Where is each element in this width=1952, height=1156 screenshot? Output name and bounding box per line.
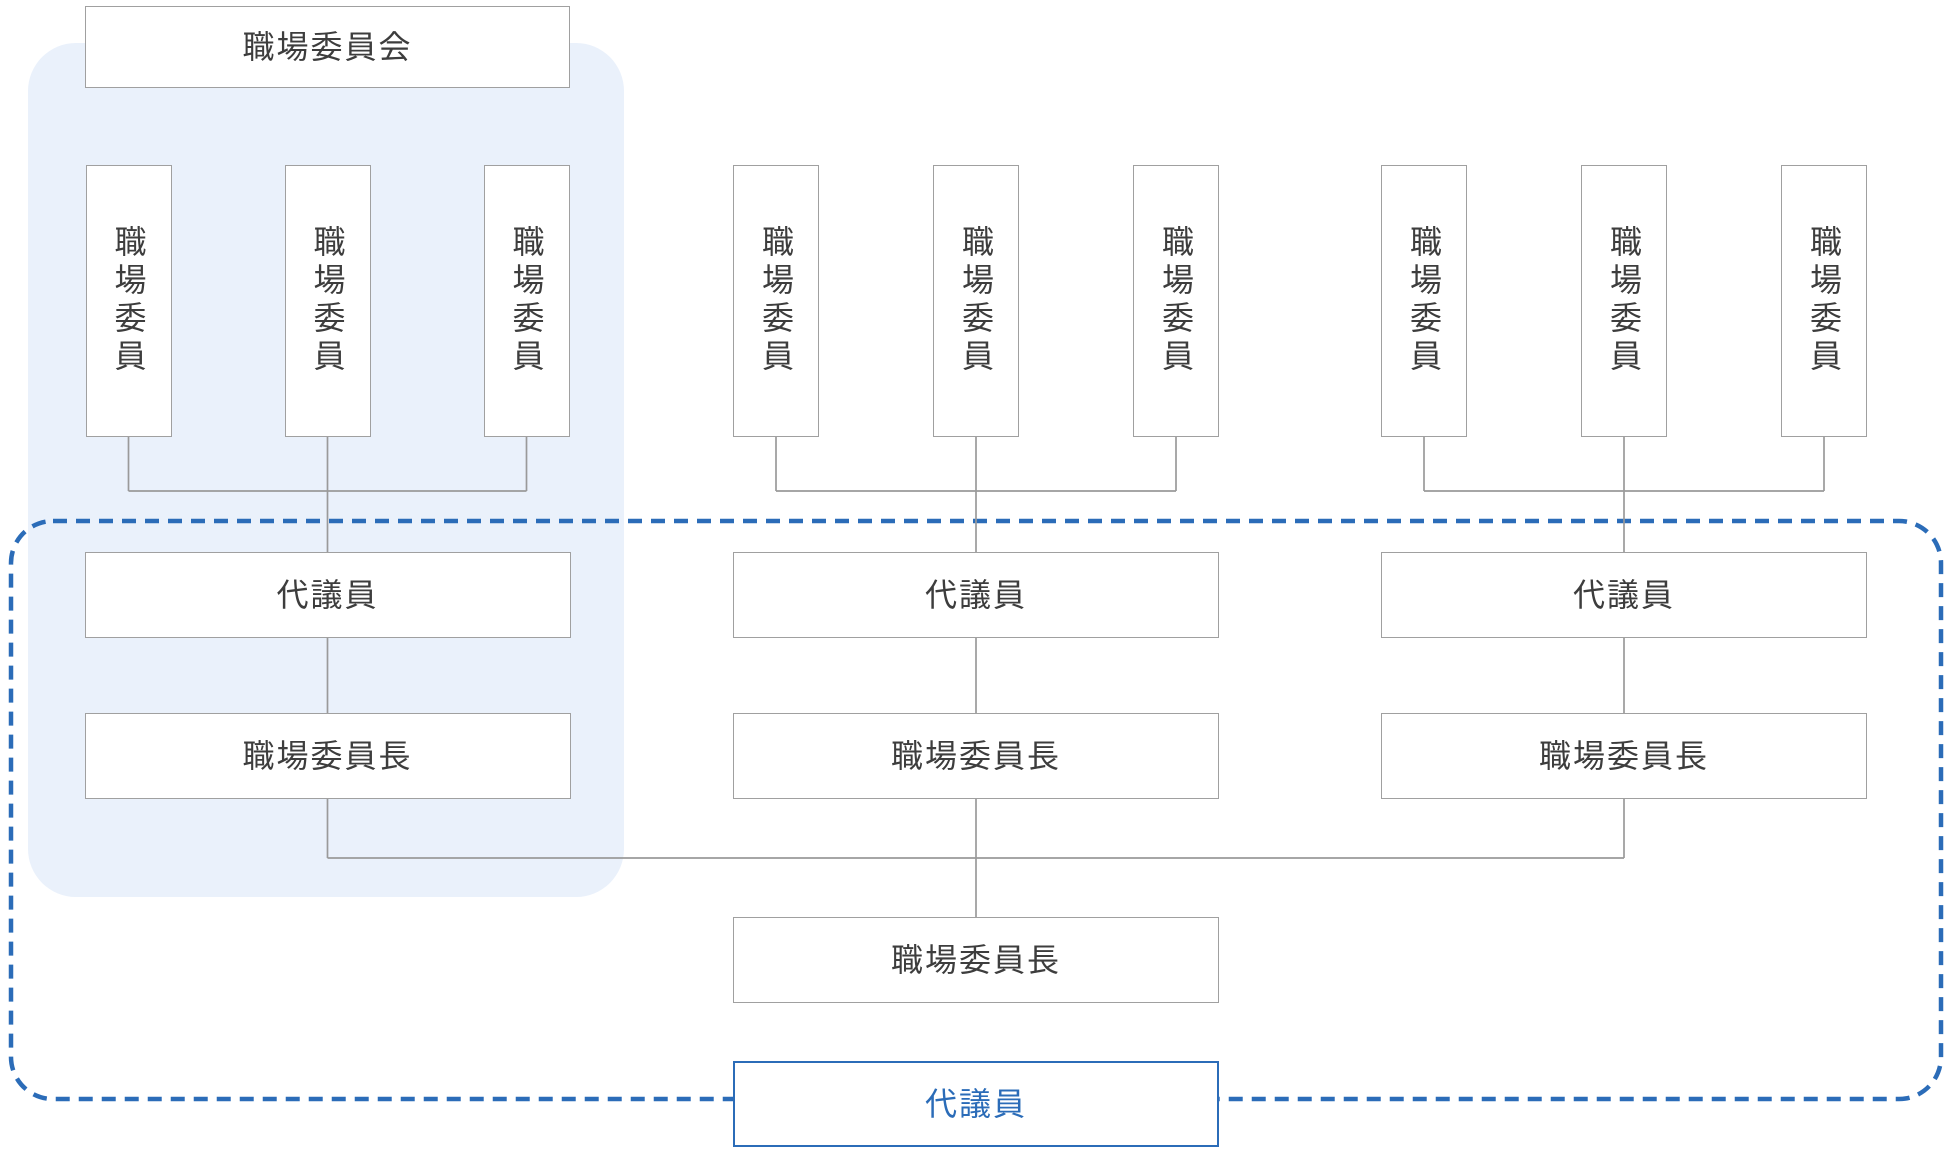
node-group3-member2: 職場委員 xyxy=(1581,165,1667,437)
node-central-chair: 職場委員長 xyxy=(733,917,1219,1003)
node-label: 職場委員 xyxy=(508,225,545,377)
node-bottom-delegate: 代議員 xyxy=(733,1061,1219,1147)
node-group1-chair: 職場委員長 xyxy=(84,713,571,799)
node-label: 職場委員会 xyxy=(242,29,413,65)
group1-connectors xyxy=(127,437,528,858)
node-label: 職場委員 xyxy=(110,225,147,377)
node-group3-chair: 職場委員長 xyxy=(1381,713,1867,799)
node-label: 職場委員長 xyxy=(890,942,1061,978)
node-label: 職場委員長 xyxy=(242,738,413,774)
node-group1-member1: 職場委員 xyxy=(85,165,172,437)
node-label: 職場委員 xyxy=(1406,225,1442,377)
node-group2-chair: 職場委員長 xyxy=(733,713,1219,799)
group3-connectors xyxy=(1423,437,1825,858)
node-group1-member2: 職場委員 xyxy=(284,165,371,437)
node-label: 職場委員 xyxy=(958,225,994,377)
node-group2-member3: 職場委員 xyxy=(1133,165,1219,437)
node-group3-member1: 職場委員 xyxy=(1381,165,1467,437)
node-label: 職場委員 xyxy=(1606,225,1642,377)
node-label: 職場委員 xyxy=(309,225,346,377)
node-group1-delegate: 代議員 xyxy=(84,552,571,638)
node-label: 職場委員 xyxy=(1158,225,1194,377)
node-label: 職場委員長 xyxy=(1538,738,1709,774)
node-label: 代議員 xyxy=(924,577,1027,613)
node-group2-member1: 職場委員 xyxy=(733,165,819,437)
node-label: 職場委員 xyxy=(1806,225,1842,377)
node-label: 代議員 xyxy=(1572,577,1675,613)
node-label: 職場委員 xyxy=(758,225,794,377)
node-label: 代議員 xyxy=(276,577,379,613)
group2-connectors xyxy=(775,437,1177,858)
node-label: 職場委員長 xyxy=(890,738,1061,774)
node-group3-member3: 職場委員 xyxy=(1781,165,1867,437)
node-label: 代議員 xyxy=(924,1086,1027,1122)
node-workplace-committee-meeting: 職場委員会 xyxy=(85,6,570,88)
chair-collector-connectors xyxy=(327,857,1624,917)
node-group2-delegate: 代議員 xyxy=(733,552,1219,638)
node-group1-member3: 職場委員 xyxy=(483,165,570,437)
node-group2-member2: 職場委員 xyxy=(933,165,1019,437)
node-group3-delegate: 代議員 xyxy=(1381,552,1867,638)
